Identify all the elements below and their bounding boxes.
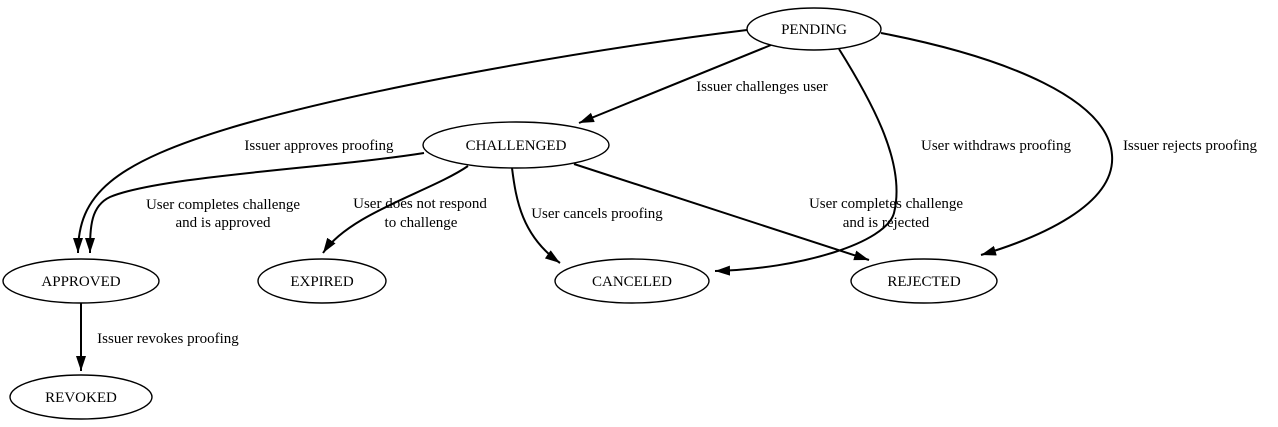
edge-pending-challenged: [578, 44, 772, 124]
edge-label-issuer-revokes-proofing: Issuer revokes proofing: [97, 331, 239, 347]
node-revoked-label: REVOKED: [45, 390, 117, 406]
node-expired: EXPIRED: [257, 258, 387, 304]
node-pending-label: PENDING: [781, 22, 847, 38]
edges-layer: [73, 29, 1114, 371]
edge-pending-canceled: [714, 48, 898, 276]
edge-label-user-withdraws-proofing: User withdraws proofing: [921, 138, 1071, 154]
edge-challenged-approved: [85, 152, 425, 254]
node-canceled-label: CANCELED: [592, 274, 672, 290]
edge-label-issuer-approves-proofing: Issuer approves proofing: [244, 138, 394, 154]
edge-label-user-completes-challenge-rejected-line2: and is rejected: [843, 215, 930, 231]
node-pending: PENDING: [746, 7, 882, 51]
edge-label-user-completes-challenge-approved-line2: and is approved: [176, 215, 271, 231]
node-rejected-ellipse: [850, 258, 998, 304]
edge-challenged-rejected: [573, 163, 870, 261]
edge-challenged-canceled: [511, 167, 561, 264]
edge-pending-approved: [73, 29, 748, 254]
node-challenged-ellipse: [422, 121, 610, 169]
edge-challenged-expired: [322, 165, 469, 254]
node-challenged-label: CHALLENGED: [466, 138, 567, 154]
node-approved-label: APPROVED: [41, 274, 120, 290]
node-canceled: CANCELED: [554, 258, 710, 304]
edge-label-issuer-rejects-proofing: Issuer rejects proofing: [1123, 138, 1258, 154]
edge-label-user-does-not-respond-line1: User does not respond: [353, 196, 487, 212]
node-rejected: REJECTED: [850, 258, 998, 304]
node-expired-label: EXPIRED: [290, 274, 354, 290]
edge-labels-layer: Issuer challenges user Issuer approves p…: [97, 79, 1257, 347]
node-revoked-ellipse: [9, 374, 153, 420]
node-expired-ellipse: [257, 258, 387, 304]
node-rejected-label: REJECTED: [887, 274, 960, 290]
node-revoked: REVOKED: [9, 374, 153, 420]
nodes-layer: PENDING CHALLENGED APPROVED EXPIRED CANC…: [2, 7, 998, 420]
node-canceled-ellipse: [554, 258, 710, 304]
edge-label-user-cancels-proofing: User cancels proofing: [531, 206, 663, 222]
edge-label-user-completes-challenge-approved-line1: User completes challenge: [146, 197, 300, 213]
edge-label-user-does-not-respond-line2: to challenge: [385, 215, 458, 231]
edge-pending-rejected: [880, 32, 1114, 256]
edge-label-issuer-challenges-user: Issuer challenges user: [696, 79, 828, 95]
node-challenged: CHALLENGED: [422, 121, 610, 169]
node-approved: APPROVED: [2, 258, 160, 304]
edge-label-user-completes-challenge-rejected-line1: User completes challenge: [809, 196, 963, 212]
node-pending-ellipse: [746, 7, 882, 51]
node-approved-ellipse: [2, 258, 160, 304]
